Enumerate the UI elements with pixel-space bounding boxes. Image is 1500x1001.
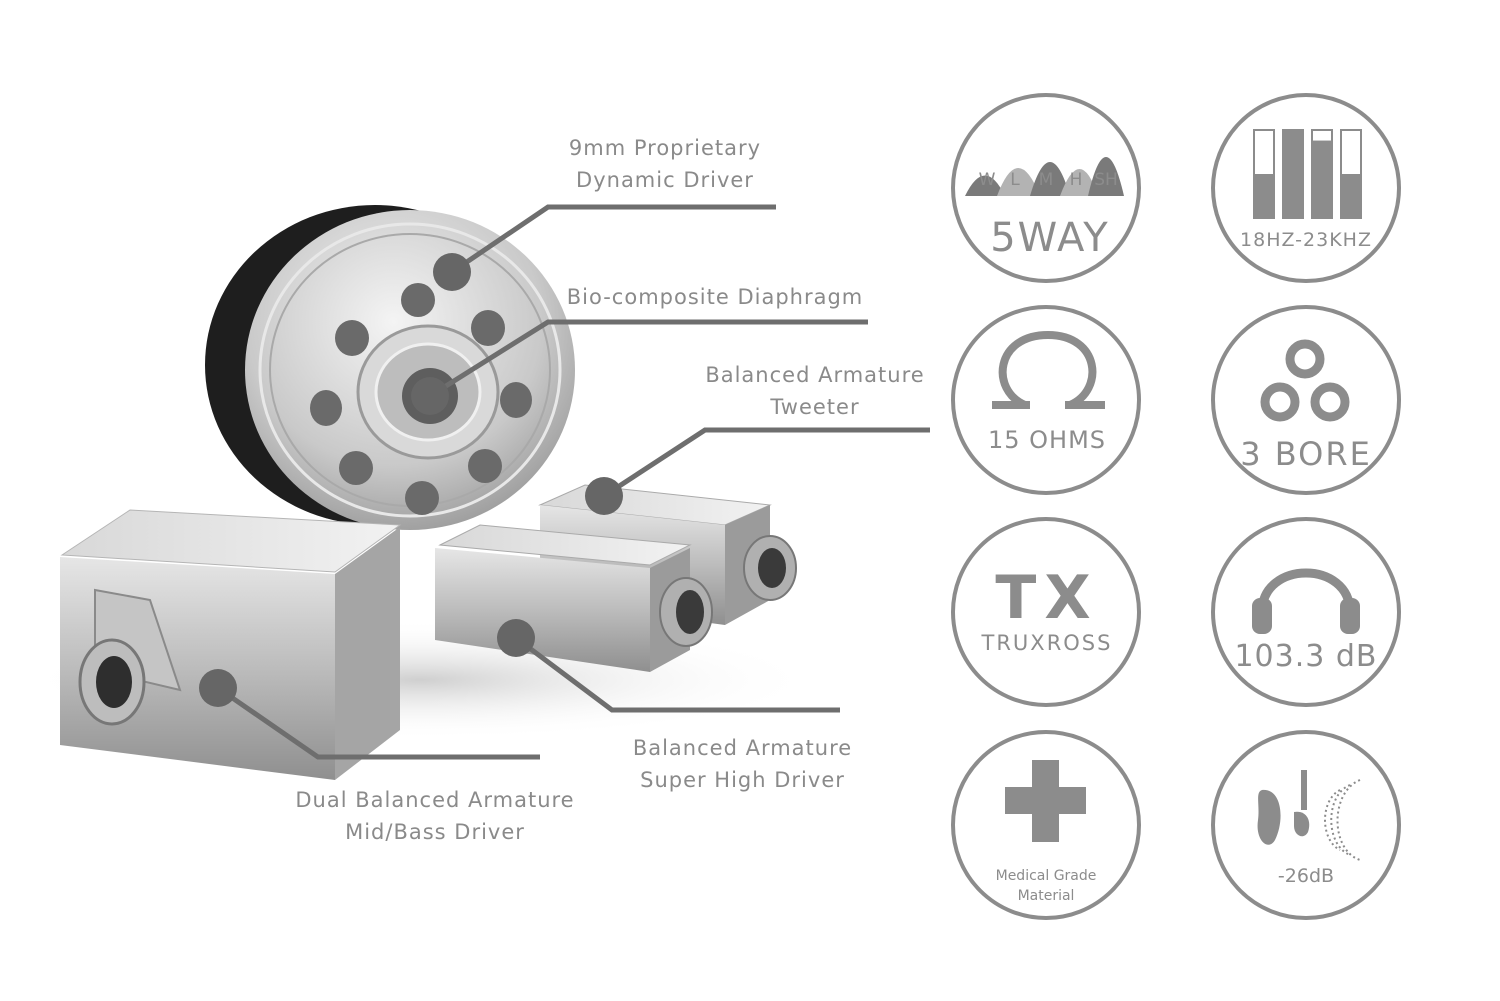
badge-sensitivity: 103.3 dB — [1211, 517, 1401, 707]
badge-impedance: 15 OHMS — [951, 305, 1141, 495]
frequency-bar-fill — [1283, 130, 1303, 218]
three-bore-icon — [1260, 339, 1350, 422]
badge-bore-caption: 3 BORE — [1240, 435, 1372, 473]
badge-isolation-caption: -26dB — [1278, 865, 1334, 887]
headphones-icon — [1252, 568, 1360, 634]
callout-dynamic-driver-line2: Dynamic Driver — [576, 168, 754, 192]
callout-dots — [199, 253, 623, 707]
callout-mid-bass-line2: Mid/Bass Driver — [345, 820, 525, 844]
callout-tweeter: Balanced Armature Tweeter — [690, 359, 940, 423]
callout-diaphragm: Bio-composite Diaphragm — [560, 281, 870, 313]
frequency-bars-icon — [1253, 129, 1362, 219]
callout-dynamic-driver: 9mm Proprietary Dynamic Driver — [520, 132, 810, 196]
badge-material: Medical Grade Material — [951, 730, 1141, 920]
badge-bore: 3 BORE — [1211, 305, 1401, 495]
frequency-bands-icon: W L M H SH — [965, 157, 1124, 196]
callout-diaphragm-line1: Bio-composite Diaphragm — [566, 285, 864, 309]
badge-material-caption-line2: Material — [1018, 888, 1075, 904]
omega-icon — [992, 330, 1105, 409]
super-high-armature — [435, 524, 713, 672]
callout-lines — [216, 204, 930, 760]
dynamic-driver — [205, 205, 575, 530]
callout-super-high-line1: Balanced Armature — [632, 736, 853, 760]
badge-5way-caption: 5WAY — [990, 215, 1110, 261]
badge-frequency: 18HZ-23KHZ — [1211, 93, 1401, 283]
noise-isolation-icon — [1257, 770, 1361, 861]
dual-armature — [60, 509, 402, 780]
callout-tweeter-line1: Balanced Armature — [705, 363, 925, 387]
band-w: W — [979, 170, 996, 190]
band-sh: SH — [1094, 170, 1118, 190]
badge-sensitivity-caption: 103.3 dB — [1234, 639, 1377, 674]
callout-mid-bass-line1: Dual Balanced Armature — [295, 788, 575, 812]
feature-badges: W L M H SH 5WAY 18HZ-23KHZ 15 OHMS — [951, 93, 1401, 920]
badge-frequency-caption: 18HZ-23KHZ — [1240, 229, 1372, 251]
callout-super-high-line2: Super High Driver — [640, 768, 845, 792]
callout-super-high: Balanced Armature Super High Driver — [615, 732, 870, 796]
badge-material-caption-line1: Medical Grade — [996, 868, 1097, 884]
callout-dynamic-driver-line1: 9mm Proprietary — [568, 136, 762, 160]
callout-tweeter-line2: Tweeter — [770, 395, 860, 419]
badge-truxross: TX TRUXROSS — [951, 517, 1141, 707]
frequency-bar-fill — [1341, 174, 1361, 218]
badge-5way: W L M H SH 5WAY — [951, 93, 1141, 283]
callout-mid-bass: Dual Balanced Armature Mid/Bass Driver — [285, 784, 585, 848]
band-l: L — [1010, 170, 1020, 190]
badge-impedance-caption: 15 OHMS — [988, 426, 1106, 454]
badge-truxross-caption: TRUXROSS — [981, 631, 1113, 655]
band-m: M — [1039, 170, 1054, 190]
tx-logo-icon: TX — [995, 563, 1098, 633]
medical-cross-icon — [1005, 760, 1086, 842]
frequency-bar-fill — [1312, 140, 1332, 218]
frequency-bar-fill — [1254, 174, 1274, 218]
badge-isolation: -26dB — [1211, 730, 1401, 920]
band-h: H — [1070, 170, 1083, 190]
